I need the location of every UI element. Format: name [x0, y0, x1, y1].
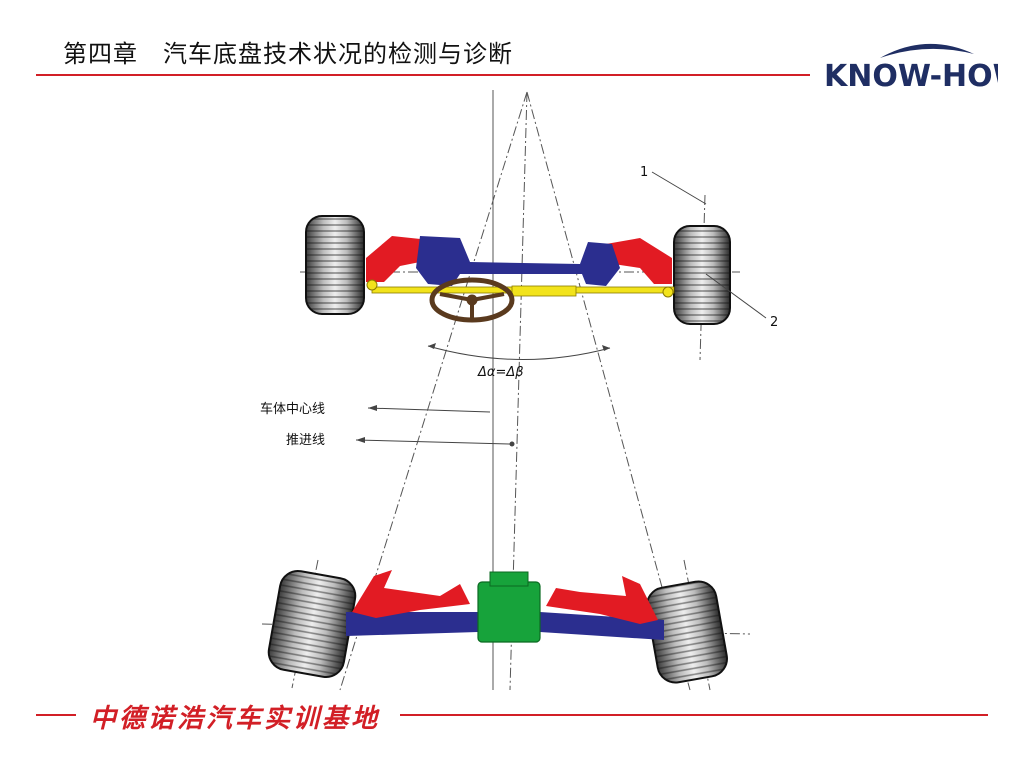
angle-equation: Δα=Δβ — [477, 365, 524, 380]
right-convergence-line — [526, 91, 691, 691]
arc-swoosh-icon — [880, 43, 974, 58]
front-right-control-arm — [600, 238, 672, 284]
footer-left-rule — [36, 714, 76, 716]
rear-right-trailing-arm — [546, 576, 658, 624]
callout-2: 2 — [770, 315, 778, 330]
callout-1: 1 — [640, 165, 648, 180]
thrust-line — [509, 91, 528, 691]
rear-axle-tube — [346, 612, 478, 636]
steering-wheel — [429, 277, 515, 323]
title-underline — [36, 74, 810, 76]
rear-axle-assembly — [267, 570, 728, 684]
body-centerline-label: 车体中心线 — [260, 401, 325, 417]
front-right-wheel-line — [699, 194, 706, 361]
footer-brand-text: 中德诺浩汽车实训基地 — [90, 704, 381, 734]
rear-left-trailing-arm — [352, 570, 470, 618]
angle-arc — [427, 345, 611, 360]
footer-right-rule — [400, 714, 988, 716]
slide-title: 第四章 汽车底盘技术状况的检测与诊断 — [63, 40, 513, 68]
steering-rack — [511, 285, 577, 297]
know-how-logo: KNOW-HOW — [818, 36, 998, 92]
right-tie-rod-joint — [662, 286, 674, 298]
front-subframe — [416, 236, 620, 286]
front-axle-assembly — [305, 215, 731, 325]
logo-text: KNOW-HOW — [824, 59, 998, 92]
left-tie-rod-joint — [366, 279, 378, 291]
differential-housing — [477, 581, 541, 643]
thrust-line-label: 推进线 — [286, 433, 325, 448]
